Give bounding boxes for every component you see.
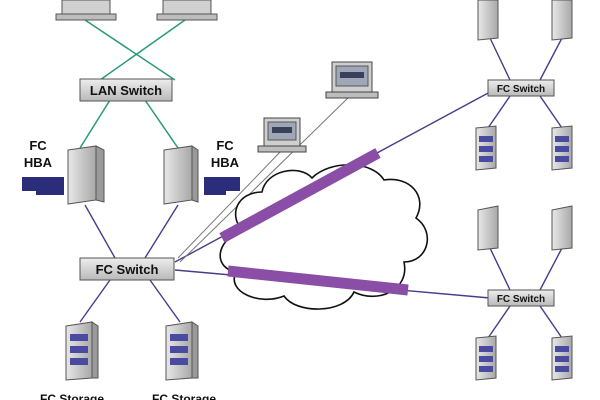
tunnel-top xyxy=(219,148,381,243)
fc-link xyxy=(539,95,563,129)
fc-switch-remote-top-label: FC Switch xyxy=(497,84,545,95)
monitor-left xyxy=(257,117,307,153)
monitor-right xyxy=(325,61,379,99)
mgmt-link xyxy=(177,149,283,259)
lan-link xyxy=(144,99,179,149)
storage-array-icon xyxy=(65,321,99,381)
switch-icon xyxy=(487,289,555,307)
hba-card-icon xyxy=(204,177,240,195)
fc-hba-left-line2: HBA xyxy=(24,155,53,170)
fc-link xyxy=(487,305,511,339)
switch-icon xyxy=(79,257,175,281)
fc-link xyxy=(487,95,511,129)
fc-hba-right: FC HBA xyxy=(204,138,240,195)
fc-link xyxy=(149,279,181,323)
fc-switch-remote-bottom-label: FC Switch xyxy=(497,294,545,305)
lan-switch: LAN Switch xyxy=(79,78,173,102)
server-tower-icon xyxy=(163,145,199,205)
storage-array-icon xyxy=(551,125,573,171)
tunnels xyxy=(219,148,409,296)
fc-storage-left: FC Storage xyxy=(40,321,104,400)
tunnel-bottom xyxy=(227,265,409,296)
remote-site-bottom: FC Switch xyxy=(475,205,573,381)
workstation-icon xyxy=(55,0,117,21)
remote-site-top: FC Switch xyxy=(475,0,573,171)
fc-storage-left-label: FC Storage xyxy=(40,392,104,400)
lan-switch-label: LAN Switch xyxy=(90,83,162,98)
lan-link xyxy=(79,99,111,149)
switch-icon xyxy=(79,78,173,102)
fc-link xyxy=(539,247,563,291)
switch-icon xyxy=(487,79,555,97)
storage-array-icon xyxy=(475,335,497,381)
monitor-icon xyxy=(257,117,307,153)
storage-array-icon xyxy=(551,335,573,381)
fc-hba-left-line1: FC xyxy=(29,138,47,153)
fc-link xyxy=(539,305,563,339)
fc-link xyxy=(79,279,111,323)
workstation-icon xyxy=(156,0,218,21)
storage-array-icon xyxy=(165,321,199,381)
server-tower-icon xyxy=(551,205,573,251)
hba-card-icon xyxy=(22,177,64,195)
fc-link xyxy=(539,37,563,81)
server-tower-icon xyxy=(477,0,499,41)
monitor-icon xyxy=(325,61,379,99)
server-tower-icon xyxy=(477,205,499,251)
workstation-right xyxy=(156,0,218,21)
fc-storage-right-label: FC Storage xyxy=(152,392,216,400)
server-tower-icon xyxy=(551,0,573,41)
fc-link xyxy=(489,247,511,291)
server-left xyxy=(67,145,105,205)
server-right xyxy=(163,145,199,205)
storage-array-icon xyxy=(475,125,497,171)
fc-link xyxy=(144,204,179,259)
fc-storage-right: FC Storage xyxy=(152,321,216,400)
fc-hba-right-line2: HBA xyxy=(211,155,240,170)
fc-hba-left: FC HBA xyxy=(22,138,64,195)
mgmt-link xyxy=(179,95,351,263)
fc-hba-right-line1: FC xyxy=(216,138,234,153)
fc-switch-main: FC Switch xyxy=(79,257,175,281)
workstation-left xyxy=(55,0,117,21)
lan-links xyxy=(79,19,186,149)
lan-link xyxy=(99,19,186,81)
fc-switch-main-label: FC Switch xyxy=(96,262,159,277)
fc-link xyxy=(489,37,511,81)
fc-link xyxy=(84,204,116,259)
lan-link xyxy=(84,19,176,81)
management-links xyxy=(177,95,351,263)
server-tower-icon xyxy=(67,145,105,205)
